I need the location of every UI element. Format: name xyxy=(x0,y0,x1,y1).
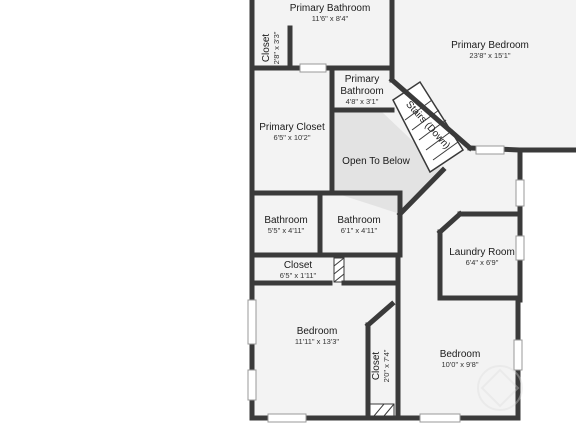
room-primary-bathroom-small: Primary Bathroom 4'8" x 3'1" xyxy=(340,74,383,106)
room-closet-small: Closet 2'8" x 3'3" xyxy=(261,31,281,64)
room-closet-hall: Closet 6'5" x 1'11" xyxy=(280,260,317,280)
room-name: Closet xyxy=(261,34,272,63)
room-dimensions: 6'5" x 1'11" xyxy=(280,271,317,280)
hatched-pillar xyxy=(333,257,395,417)
room-name: Bedroom xyxy=(297,326,338,337)
room-dimensions: 11'6" x 8'4" xyxy=(312,14,349,23)
interior-walls xyxy=(249,0,523,421)
room-name: Bathroom xyxy=(264,215,307,226)
room-closet-bedroom: Closet 2'0" x 7'4" xyxy=(371,349,391,382)
room-dimensions: 6'1" x 4'11" xyxy=(341,226,378,235)
room-name: Bedroom xyxy=(440,349,481,360)
room-name: Primary xyxy=(345,74,379,85)
room-dimensions: 23'8" x 15'1" xyxy=(469,51,510,60)
room-name: Primary Closet xyxy=(259,122,325,133)
floor-area xyxy=(252,0,576,418)
open-to-below-area xyxy=(335,110,443,214)
watermark-logo xyxy=(477,365,523,411)
room-name: Bathroom xyxy=(340,86,383,97)
room-name: Closet xyxy=(284,260,313,271)
room-name: Closet xyxy=(371,352,382,381)
room-dimensions: 4'8" x 3'1" xyxy=(346,97,379,106)
room-laundry-room: Laundry Room 6'4" x 6'9" xyxy=(449,247,515,267)
room-dimensions: 6'5" x 10'2" xyxy=(274,133,311,142)
room-primary-closet: Primary Closet 6'5" x 10'2" xyxy=(259,122,325,142)
room-dimensions: 2'8" x 3'3" xyxy=(272,31,281,64)
windows xyxy=(247,63,525,423)
room-primary-bathroom-top: Primary Bathroom 11'6" x 8'4" xyxy=(290,3,371,23)
room-name: Primary Bathroom xyxy=(290,3,371,14)
room-bedroom-1: Bedroom 11'11" x 13'3" xyxy=(295,326,340,346)
room-bedroom-2: Bedroom 10'0" x 9'8" xyxy=(440,349,481,369)
room-name: Open To Below xyxy=(342,156,410,167)
room-dimensions: 2'0" x 7'4" xyxy=(382,349,391,382)
room-dimensions: 5'5" x 4'11" xyxy=(268,226,305,235)
room-primary-bedroom: Primary Bedroom 23'8" x 15'1" xyxy=(451,40,529,60)
room-dimensions: 6'4" x 6'9" xyxy=(466,258,499,267)
room-bathroom-1: Bathroom 5'5" x 4'11" xyxy=(264,215,307,235)
room-name: Primary Bedroom xyxy=(451,40,529,51)
room-name: Laundry Room xyxy=(449,247,515,258)
room-dimensions: 10'0" x 9'8" xyxy=(442,360,479,369)
room-open-to-below: Open To Below xyxy=(342,156,410,167)
room-bathroom-2: Bathroom 6'1" x 4'11" xyxy=(337,215,380,235)
room-dimensions: 11'11" x 13'3" xyxy=(295,337,340,346)
room-name: Bathroom xyxy=(337,215,380,226)
